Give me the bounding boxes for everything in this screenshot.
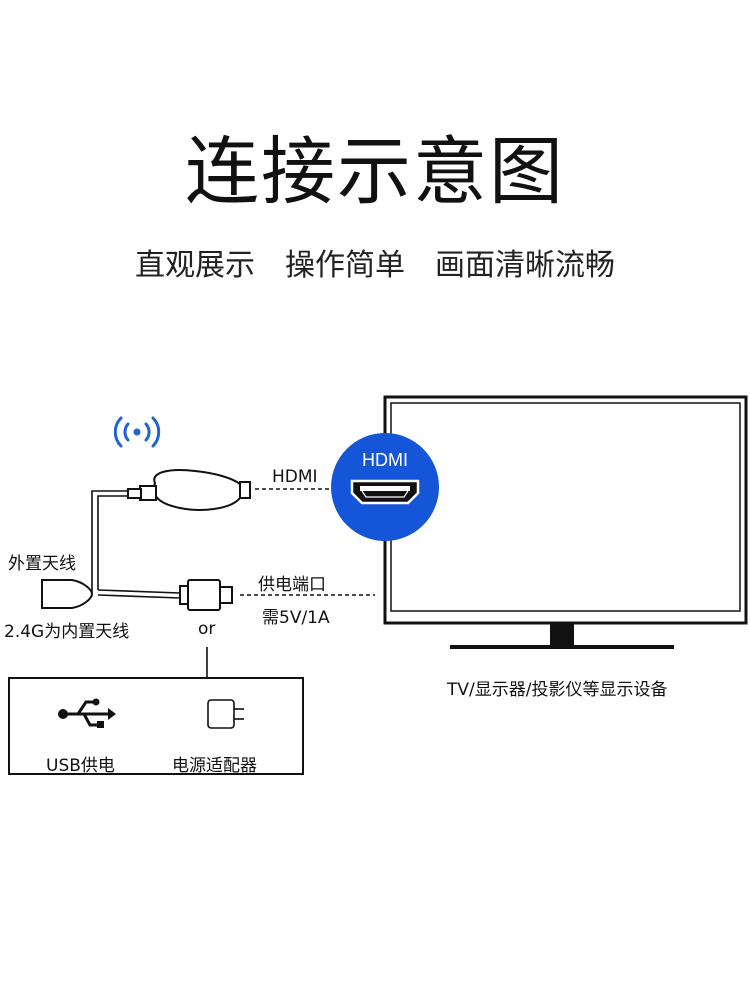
subtitle-row: 直观展示 操作简单 画面清晰流畅 bbox=[0, 240, 750, 284]
power-requirement-label: 需5V/1A bbox=[262, 608, 330, 628]
hdmi-badge-label: HDMI bbox=[362, 450, 408, 470]
subtitle-item: 操作简单 bbox=[285, 248, 405, 283]
power-options-box: USB供电 电源适配器 bbox=[8, 677, 304, 776]
usb-icon bbox=[58, 698, 116, 728]
usb-power-label: USB供电 bbox=[46, 756, 115, 776]
subtitle-item: 直观展示 bbox=[135, 248, 255, 283]
power-adapter-label: 电源适配器 bbox=[172, 756, 257, 776]
tv-caption: TV/显示器/投影仪等显示设备 bbox=[447, 680, 668, 700]
wireless-dongle bbox=[127, 469, 251, 511]
power-port-label: 供电端口 bbox=[258, 575, 326, 595]
wifi-signal-icon bbox=[113, 416, 161, 448]
usb-plug bbox=[179, 579, 233, 611]
connection-lines bbox=[240, 488, 375, 596]
subtitle-item: 画面清晰流畅 bbox=[435, 248, 615, 283]
page-title: 连接示意图 bbox=[185, 129, 565, 215]
cables bbox=[80, 490, 181, 599]
external-antenna-label: 外置天线 bbox=[8, 554, 76, 574]
hdmi-badge bbox=[331, 433, 439, 541]
power-adapter-icon bbox=[207, 699, 244, 729]
external-antenna bbox=[41, 579, 94, 609]
or-label: or bbox=[198, 619, 216, 639]
tv-monitor bbox=[383, 395, 748, 649]
internal-antenna-label: 2.4G为内置天线 bbox=[4, 622, 130, 642]
hdmi-line-label: HDMI bbox=[272, 467, 318, 487]
